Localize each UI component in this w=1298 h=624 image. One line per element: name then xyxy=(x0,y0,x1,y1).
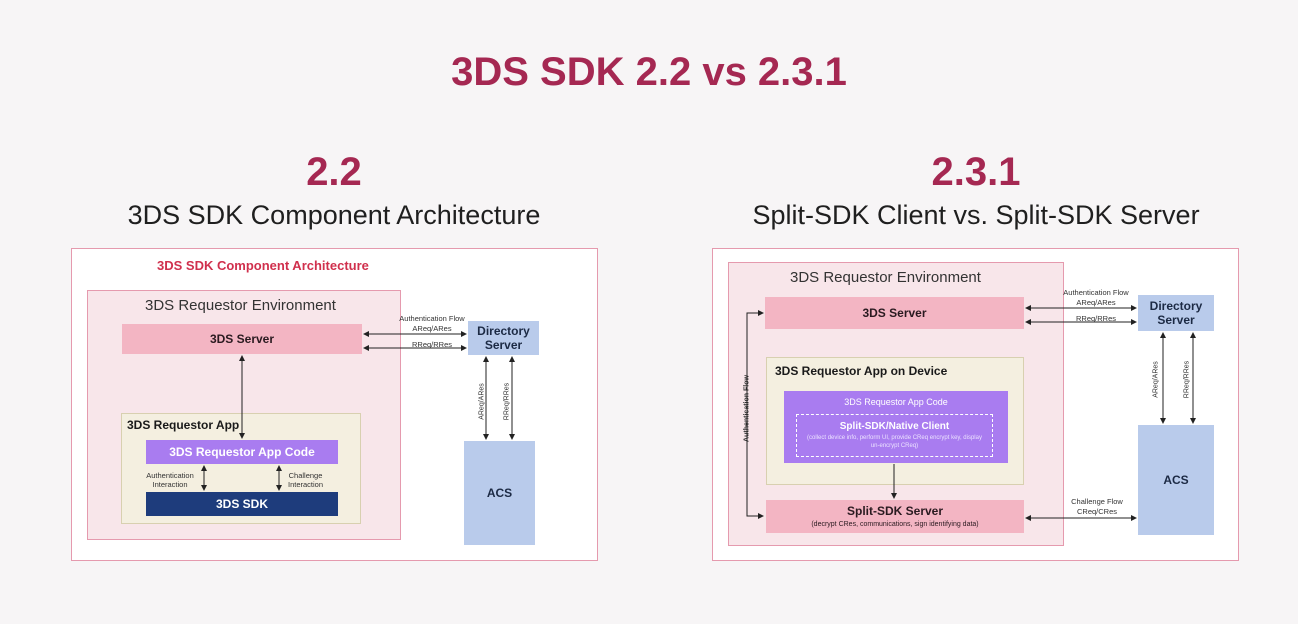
left-3ds-sdk: 3DS SDK xyxy=(146,492,338,516)
right-directory-server: Directory Server xyxy=(1138,295,1214,331)
left-app-label: 3DS Requestor App xyxy=(127,418,240,432)
left-auth-interaction-label: Authentication Interaction xyxy=(146,471,194,489)
right-native-client-desc: (collect device info, perform UI, provid… xyxy=(807,435,982,449)
left-challenge-interaction-label: Challenge Interaction xyxy=(287,471,324,489)
right-subtitle: Split-SDK Client vs. Split-SDK Server xyxy=(752,200,1200,230)
right-app-code xyxy=(784,391,1008,463)
right-app-on-device-label: 3DS Requestor App on Device xyxy=(775,364,948,378)
right-split-sdk-server xyxy=(766,500,1024,533)
left-auth-flow-label: Authentication Flow xyxy=(399,314,465,323)
left-version-heading: 2.2 xyxy=(306,150,362,194)
right-challenge-flow-label: Challenge Flow xyxy=(1071,497,1123,506)
left-subtitle: 3DS SDK Component Architecture xyxy=(127,200,541,230)
right-side-auth-flow-label: Authentication Flow xyxy=(743,375,751,442)
right-3ds-server: 3DS Server xyxy=(765,297,1024,329)
left-diagram-title: 3DS SDK Component Architecture xyxy=(157,258,369,273)
page-title: 3DS SDK 2.2 vs 2.3.1 xyxy=(451,50,847,94)
right-vertical-rreq-label: RReq/RRes xyxy=(1183,360,1191,399)
right-auth-flow-label: Authentication Flow xyxy=(1063,288,1129,297)
right-split-server-desc: (decrypt CRes, communications, sign iden… xyxy=(811,520,979,528)
right-native-client-label: Split-SDK/Native Client xyxy=(839,420,950,432)
right-creq-cres-label: CReq/CRes xyxy=(1076,507,1117,516)
right-areq-ares-label: AReq/ARes xyxy=(1076,298,1116,307)
right-vertical-areq-label: AReq/ARes xyxy=(1152,361,1160,398)
right-acs: ACS xyxy=(1138,425,1214,535)
left-acs: ACS xyxy=(464,441,535,545)
right-version-heading: 2.3.1 xyxy=(931,150,1021,194)
left-env-label: 3DS Requestor Environment xyxy=(145,297,336,314)
left-3ds-server: 3DS Server xyxy=(122,324,362,354)
right-rreq-rres-label: RReq/RRes xyxy=(1075,314,1116,323)
right-app-code-label: 3DS Requestor App Code xyxy=(844,397,948,407)
right-env-label: 3DS Requestor Environment xyxy=(790,269,981,286)
left-vertical-rreq-label: RReq/RRes xyxy=(503,382,511,421)
left-vertical-areq-label: AReq/ARes xyxy=(478,383,486,420)
right-split-server-label: Split-SDK Server xyxy=(846,503,944,518)
left-app-code: 3DS Requestor App Code xyxy=(146,440,338,464)
right-native-client xyxy=(796,414,993,457)
left-areq-ares-label: AReq/ARes xyxy=(412,324,452,333)
left-directory-server: Directory Server xyxy=(468,321,539,355)
left-rreq-rres-label: RReq/RRes xyxy=(411,340,452,349)
